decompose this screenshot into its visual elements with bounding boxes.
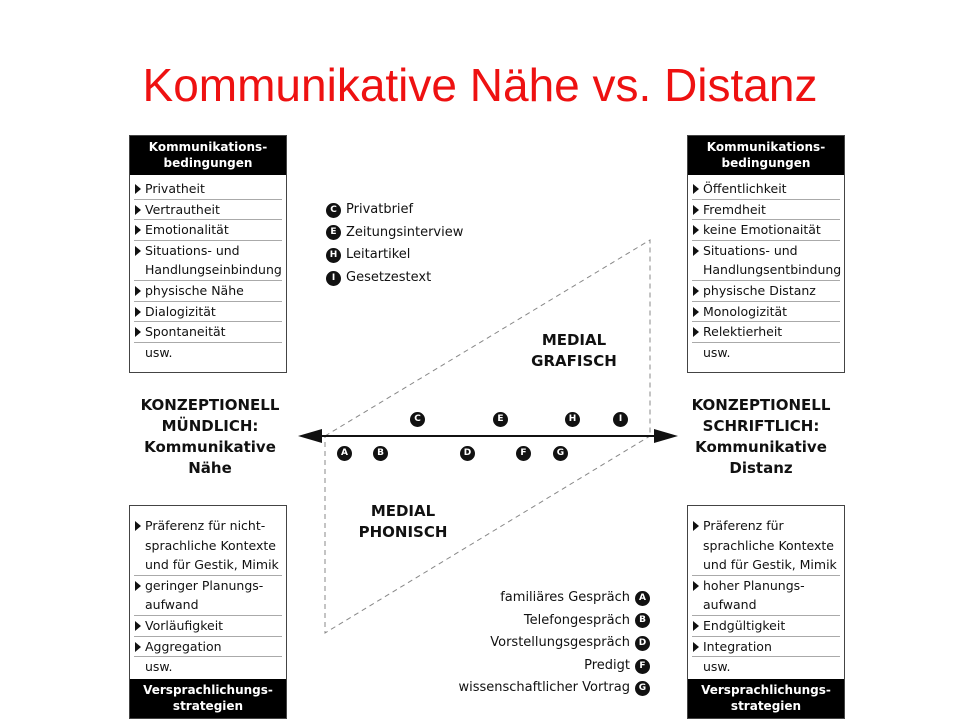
- box-verbalization-strategies-proximity: Präferenz für nicht-sprachliche Kontexte…: [129, 505, 287, 719]
- box-communication-conditions-proximity: Kommunikations- bedingungen Privatheit V…: [129, 135, 287, 373]
- strategy-list: Präferenz für sprachliche Kontexte und f…: [688, 506, 844, 674]
- list-item: Situations- und Handlungseinbindung: [134, 241, 282, 281]
- triangle-bullet-icon: [693, 521, 699, 531]
- box-header: Kommunikations- bedingungen: [130, 136, 286, 175]
- axis-point-i: I: [613, 412, 628, 427]
- triangle-bullet-icon: [693, 225, 699, 236]
- condition-list: Privatheit Vertrautheit Emotionalität Si…: [130, 175, 286, 365]
- list-item: Vertrautheit: [134, 200, 282, 221]
- label-konzeptionell-muendlich: KONZEPTIONELL MÜNDLICH: Kommunikative Nä…: [140, 396, 280, 477]
- list-item: Aggregation: [134, 637, 282, 658]
- box-footer-header: Versprachlichungs- strategien: [130, 679, 286, 718]
- triangle-bullet-icon: [135, 184, 141, 194]
- list-item: Monologizität: [692, 302, 840, 323]
- triangle-bullet-icon: [135, 306, 141, 317]
- letter-badge-icon: C: [326, 202, 341, 218]
- axis-point-c: C: [410, 412, 425, 427]
- triangle-bullet-icon: [693, 184, 699, 194]
- letter-badge-icon: D: [635, 635, 650, 651]
- label-konzeptionell-schriftlich: KONZEPTIONELL SCHRIFTLICH: Kommunikative…: [691, 396, 831, 477]
- list-item: Präferenz für nicht-sprachliche Kontexte…: [134, 516, 282, 576]
- letter-badge-icon: E: [326, 225, 341, 241]
- list-footer: usw.: [145, 344, 173, 360]
- box-communication-conditions-distance: Kommunikations- bedingungen Öffentlichke…: [687, 135, 845, 373]
- box-verbalization-strategies-distance: Präferenz für sprachliche Kontexte und f…: [687, 505, 845, 719]
- letter-badge-icon: H: [326, 247, 341, 263]
- axis-point-e: E: [493, 412, 508, 427]
- letter-badge-icon: I: [326, 270, 341, 286]
- list-item: Öffentlichkeit: [692, 179, 840, 200]
- list-item: Emotionalität: [134, 220, 282, 241]
- list-footer: usw.: [703, 344, 731, 360]
- list-item: Endgültigkeit: [692, 616, 840, 637]
- arrow-left-icon: [298, 429, 322, 443]
- triangle-bullet-icon: [135, 641, 141, 652]
- list-footer: usw.: [145, 659, 173, 675]
- triangle-bullet-icon: [693, 245, 699, 256]
- axis-point-h: H: [565, 412, 580, 427]
- list-item: Spontaneität: [134, 322, 282, 343]
- list-item: Situations- und Handlungsentbindung: [692, 241, 841, 281]
- box-footer-header: Versprachlichungs- strategien: [688, 679, 844, 718]
- triangle-bullet-icon: [135, 521, 141, 531]
- axis-point-a: A: [337, 446, 352, 461]
- list-item: Vorläufigkeit: [134, 616, 282, 637]
- triangle-bullet-icon: [693, 204, 699, 215]
- condition-list: Öffentlichkeit Fremdheit keine Emotionai…: [688, 175, 844, 365]
- list-item: physische Nähe: [134, 281, 282, 302]
- list-item: Fremdheit: [692, 200, 840, 221]
- triangle-bullet-icon: [135, 620, 141, 631]
- triangle-bullet-icon: [135, 327, 141, 338]
- axis-point-g: G: [553, 446, 568, 461]
- triangle-bullet-icon: [135, 204, 141, 215]
- list-item: keine Emotionaität: [692, 220, 840, 241]
- triangle-bullet-icon: [693, 285, 699, 296]
- list-item: Privatheit: [134, 179, 282, 200]
- label-medial-grafisch: MEDIAL GRAFISCH: [531, 331, 617, 370]
- list-footer: usw.: [703, 659, 731, 675]
- list-item: Relektierheit: [692, 322, 840, 343]
- letter-badge-icon: F: [635, 658, 650, 674]
- triangle-bullet-icon: [693, 327, 699, 338]
- slide-title: Kommunikative Nähe vs. Distanz: [142, 59, 818, 111]
- arrow-right-icon: [654, 429, 678, 443]
- list-item: Dialogizität: [134, 302, 282, 323]
- letter-badge-icon: B: [635, 613, 650, 629]
- triangle-bullet-icon: [135, 580, 141, 591]
- list-item: geringer Planungs-aufwand: [134, 576, 282, 616]
- triangle-bullet-icon: [693, 306, 699, 317]
- axis-point-d: D: [460, 446, 475, 461]
- triangle-bullet-icon: [135, 285, 141, 296]
- axis-point-f: F: [516, 446, 531, 461]
- list-item: Präferenz für sprachliche Kontexte und f…: [692, 516, 840, 576]
- strategy-list: Präferenz für nicht-sprachliche Kontexte…: [130, 506, 286, 674]
- triangle-bullet-icon: [693, 641, 699, 652]
- triangle-bullet-icon: [135, 245, 141, 256]
- list-item: hoher Planungs-aufwand: [692, 576, 840, 616]
- triangle-bullet-icon: [135, 225, 141, 236]
- list-item: physische Distanz: [692, 281, 840, 302]
- letter-badge-icon: A: [635, 590, 650, 606]
- triangle-bullet-icon: [693, 580, 699, 591]
- list-item: Integration: [692, 637, 840, 658]
- triangle-bullet-icon: [693, 620, 699, 631]
- letter-badge-icon: G: [635, 681, 650, 697]
- box-header: Kommunikations- bedingungen: [688, 136, 844, 175]
- label-medial-phonisch: MEDIAL PHONISCH: [358, 502, 448, 541]
- axis-point-b: B: [373, 446, 388, 461]
